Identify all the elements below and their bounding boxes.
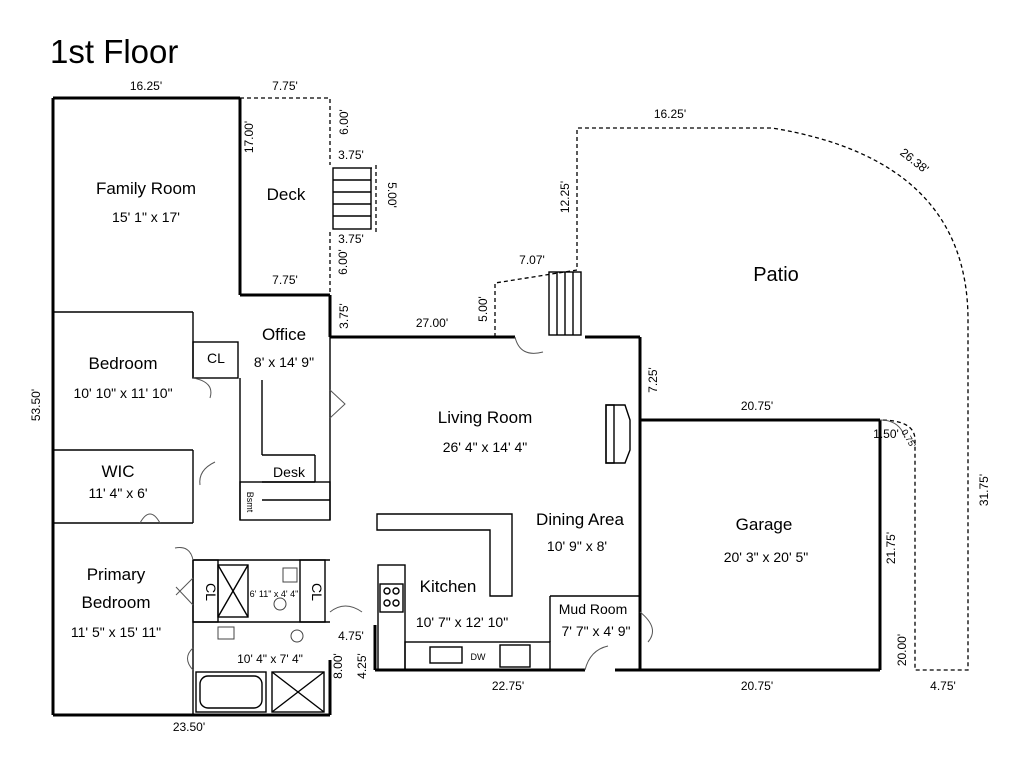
living-room-size: 26' 4" x 14' 4" — [443, 439, 528, 455]
windows — [95, 97, 845, 671]
dim-top-family: 16.25' — [130, 79, 162, 93]
dim-stair-top-right: 6.00' — [337, 109, 351, 135]
shower — [271, 671, 325, 713]
dim-stair-top: 3.75' — [338, 148, 364, 162]
dim-patio-arc: 26.38' — [897, 145, 931, 176]
deck-outline — [240, 97, 377, 295]
family-room-size: 15' 1" x 17' — [112, 209, 180, 225]
living-room-label: Living Room — [438, 408, 533, 427]
dim-patio-right: 31.75' — [977, 474, 991, 506]
page-title: 1st Floor — [50, 33, 178, 70]
office-label: Office — [262, 325, 306, 344]
dim-corner-b: 0.75' — [899, 428, 917, 450]
primary-bedroom-size: 11' 5" x 15' 11" — [71, 624, 161, 640]
dim-patio-top: 16.25' — [654, 107, 686, 121]
primary-closet-label: CL — [203, 583, 219, 601]
patio-steps — [548, 271, 582, 336]
dim-stair-bottom-right: 6.00' — [336, 249, 350, 275]
dim-garage-bottom: 20.75' — [741, 679, 773, 693]
dimension-labels: 16.25' 7.75' 17.00' 6.00' 3.75' 5.00' 3.… — [29, 79, 991, 734]
kitchen-island — [376, 513, 513, 597]
family-room-label: Family Room — [96, 179, 196, 198]
dim-stair-bottom: 3.75' — [338, 232, 364, 246]
dim-living-right: 7.25' — [646, 367, 660, 393]
garage-label: Garage — [736, 515, 793, 534]
primary-bath-size: 10' 4" x 7' 4" — [237, 652, 303, 666]
dim-patio-inner: 20.00' — [895, 634, 909, 666]
refrigerator — [499, 644, 531, 668]
mud-room-size: 7' 7" x 4' 9" — [562, 623, 631, 639]
exterior-walls — [51, 96, 882, 717]
kitchen-label: Kitchen — [420, 577, 477, 596]
dining-area-size: 10' 9" x 8' — [547, 538, 607, 554]
dim-entry-bottom: 4.25' — [355, 653, 369, 679]
bedroom-closet — [192, 341, 239, 379]
shower-stall — [217, 564, 249, 618]
bedroom-closet-label: CL — [207, 350, 225, 366]
fireplace — [605, 404, 631, 464]
wic-size: 11' 4" x 6' — [88, 485, 147, 501]
dim-patio-bottom: 4.75' — [930, 679, 956, 693]
patio-label: Patio — [753, 264, 799, 286]
wic-label: WIC — [101, 462, 134, 481]
dim-left-total: 53.50' — [29, 389, 43, 421]
small-bath-size: 6' 11" x 4' 4" — [250, 589, 299, 599]
kitchen-size: 10' 7" x 12' 10" — [416, 614, 508, 630]
bedroom-label: Bedroom — [89, 354, 158, 373]
primary-bedroom-label-1: Primary — [87, 565, 146, 584]
dim-garage-side: 21.75' — [884, 532, 898, 564]
dim-garage-top: 20.75' — [741, 399, 773, 413]
dim-entry-top: 4.75' — [338, 629, 364, 643]
patio-outline — [494, 127, 969, 671]
dim-patio-step: 7.07' — [519, 253, 545, 267]
bathtub — [195, 671, 267, 713]
bsmt-label: Bsmt — [245, 492, 255, 513]
bath-closet-label: CL — [309, 583, 325, 601]
dim-corner-a: 1.50' — [873, 427, 899, 441]
dim-deck-side: 17.00' — [242, 121, 256, 153]
dishwasher-label: DW — [471, 652, 486, 662]
dim-bottom-primary: 23.50' — [173, 720, 205, 734]
desk-label: Desk — [273, 464, 306, 480]
dim-patio-left: 12.25' — [558, 181, 572, 213]
dim-stair-depth: 5.00' — [385, 182, 399, 208]
office-size: 8' x 14' 9" — [254, 354, 314, 370]
deck-label: Deck — [267, 185, 306, 204]
primary-bedroom-label-2: Bedroom — [82, 593, 151, 612]
mud-room-label: Mud Room — [559, 601, 627, 617]
door-swings — [139, 336, 906, 671]
dim-entry-left: 8.00' — [331, 653, 345, 679]
kitchen-sink — [429, 646, 463, 664]
dim-living-step: 5.00' — [476, 296, 490, 322]
range — [379, 583, 404, 613]
deck-stairs — [332, 167, 372, 230]
interior-walls — [53, 311, 640, 715]
bedroom-size: 10' 10" x 11' 10" — [73, 385, 172, 401]
dim-top-deck: 7.75' — [272, 79, 298, 93]
dim-office-side: 3.75' — [337, 303, 351, 329]
dim-bottom-kitchen: 22.75' — [492, 679, 524, 693]
dim-deck-bottom: 7.75' — [272, 273, 298, 287]
garage-size: 20' 3" x 20' 5" — [724, 549, 809, 565]
dining-area-label: Dining Area — [536, 510, 624, 529]
dim-living-top: 27.00' — [416, 316, 448, 330]
